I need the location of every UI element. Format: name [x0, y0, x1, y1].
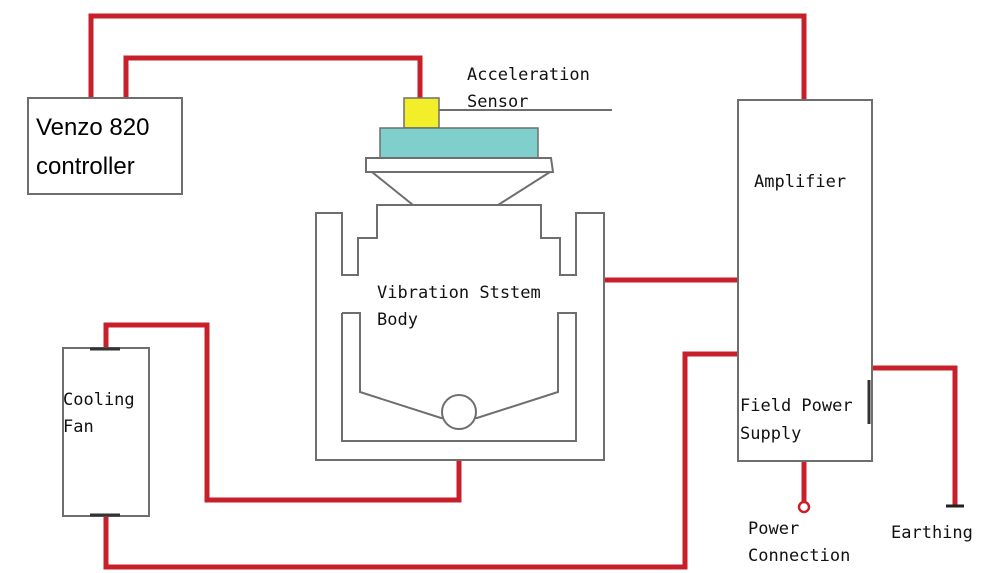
wire-fan-to-field-power [103, 351, 741, 570]
field-power-label-line2: Supply [740, 424, 801, 444]
body-label-line1: Vibration Ststem [377, 283, 541, 303]
controller-box [27, 97, 183, 195]
power-connection-label-line1: Power [748, 519, 799, 539]
vibration-body: Vibration Ststem Body [315, 204, 605, 461]
sensor-label-line1: Acceleration [467, 65, 590, 85]
controller-label-line1: Venzo 820 [36, 114, 149, 141]
earthing-label: Earthing [891, 523, 973, 543]
body-outer-housing [315, 204, 605, 461]
body-label-line2: Body [377, 310, 418, 330]
cooling-fan-label-line2: Fan [63, 417, 94, 437]
power-connection: Power Connection [748, 500, 850, 566]
wiring [88, 13, 958, 570]
body-inner-cavity [341, 312, 577, 442]
wire-earthing [870, 365, 958, 508]
cooling-fan-unit: Cooling Fan [62, 347, 150, 517]
wire-controller-to-amplifier [88, 13, 807, 103]
field-power-label-line1: Field Power [740, 396, 853, 416]
controller-label-line2: controller [36, 153, 135, 180]
table-cone [369, 171, 554, 206]
power-connection-terminal [797, 500, 811, 514]
power-connection-label-line2: Connection [748, 546, 850, 566]
sensor-assembly: Acceleration Sensor [365, 65, 612, 206]
controller-unit: Venzo 820 controller [27, 97, 183, 195]
amplifier-label: Amplifier [754, 172, 846, 192]
amplifier-box [737, 99, 873, 462]
table-flange [365, 157, 555, 173]
acceleration-sensor [403, 97, 440, 129]
cooling-fan-label-line1: Cooling [63, 390, 135, 410]
armature-coil [441, 394, 477, 430]
amplifier-unit: Amplifier Field Power Supply [737, 99, 873, 462]
earthing: Earthing [891, 504, 973, 543]
wire-body-to-cooling-fan [103, 322, 462, 503]
vibration-table-top [379, 127, 539, 163]
wire-controller-to-sensor [123, 55, 423, 101]
sensor-label-line2: Sensor [467, 92, 528, 112]
